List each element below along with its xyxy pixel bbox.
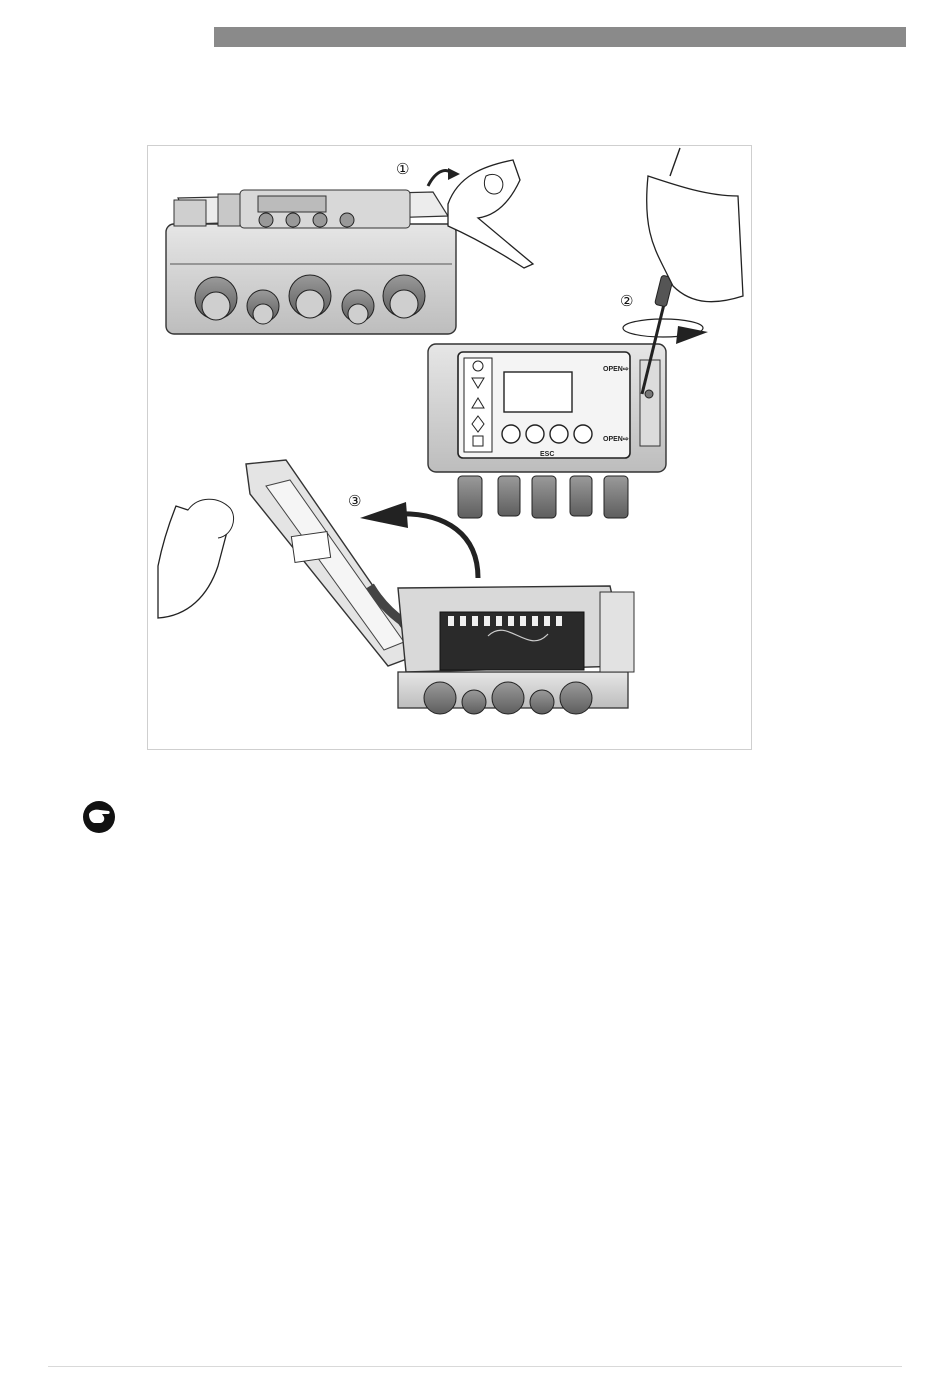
opened-housing: ③	[158, 460, 634, 714]
installation-figure: ① ESC OPEN⇨ OPEN⇨	[147, 145, 752, 750]
step-2-label: ②	[620, 292, 633, 310]
header-bar	[214, 27, 906, 47]
open-label-top: OPEN⇨	[603, 366, 629, 373]
step-3-label: ③	[348, 492, 361, 510]
closed-housing: ①	[166, 160, 533, 334]
open-label-bottom: OPEN⇨	[603, 436, 629, 443]
step-1-label: ①	[396, 160, 409, 178]
footer-rule	[48, 1366, 902, 1367]
hand-pointing-icon	[82, 800, 116, 834]
cover-removal-illustration: ① ESC OPEN⇨ OPEN⇨	[148, 146, 751, 749]
esc-label: ESC	[540, 451, 554, 458]
